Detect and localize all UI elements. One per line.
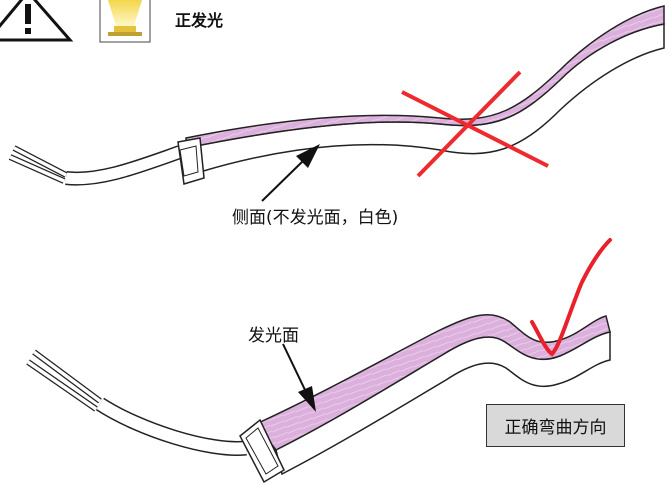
- bottom-end-cap: [239, 418, 285, 484]
- bottom-strip-side-face: [275, 331, 611, 476]
- warning-triangle-icon: [0, 0, 74, 42]
- legend-top-emitting-label: 正发光: [175, 11, 224, 30]
- side-face-label: 侧面(不发光面，白色): [232, 208, 399, 228]
- correct-direction-box: 正确弯曲方向: [486, 404, 625, 447]
- emitting-face-label: 发光面: [248, 326, 299, 346]
- side-face-arrow: [261, 144, 320, 202]
- emitting-face-arrow: [282, 343, 316, 412]
- bottom-strip: [26, 313, 611, 484]
- correct-check-mark: [530, 238, 612, 357]
- top-strip-emitting-face: [185, 5, 665, 149]
- wrong-cross-mark: [401, 70, 549, 178]
- top-strip: [8, 5, 665, 186]
- led-top-emitting-icon: [99, 0, 151, 43]
